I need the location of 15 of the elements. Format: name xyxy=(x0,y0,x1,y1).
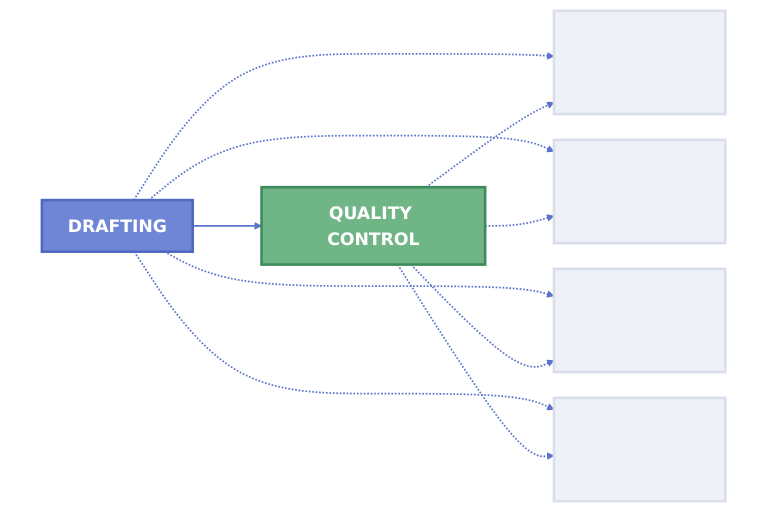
arrow xyxy=(486,214,555,227)
arrow xyxy=(397,264,555,460)
arrow xyxy=(193,222,262,230)
node-box: DRAFTING xyxy=(41,198,194,253)
node-box xyxy=(553,10,727,116)
arrow xyxy=(134,251,555,410)
node-box xyxy=(553,268,727,374)
arrow xyxy=(410,264,555,368)
arrow xyxy=(148,134,555,201)
node-box xyxy=(553,396,727,502)
arrow xyxy=(164,250,555,298)
node-box: QUALITY CONTROL xyxy=(260,186,487,266)
arrow xyxy=(133,52,555,201)
arrow xyxy=(426,102,555,188)
node-box xyxy=(553,138,727,244)
